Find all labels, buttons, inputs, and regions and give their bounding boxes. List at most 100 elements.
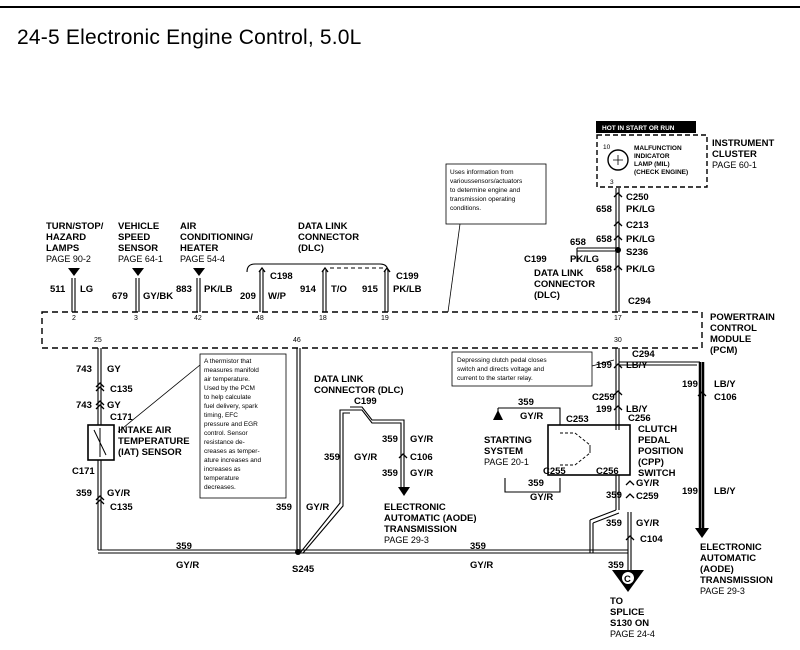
starting-system-label: STARTING SYSTEM PAGE 20-1 xyxy=(484,435,532,467)
top-rule xyxy=(0,6,800,8)
terminal-arrows xyxy=(68,268,709,538)
svg-text:CLUTCH: CLUTCH xyxy=(638,424,677,435)
svg-text:T/O: T/O xyxy=(331,284,347,295)
svg-text:359: 359 xyxy=(518,397,534,408)
pcm-pin-48: 48 xyxy=(256,315,264,322)
svg-text:TRANSMISSION: TRANSMISSION xyxy=(700,575,773,586)
uses-info-note: Uses information from varioussensors/act… xyxy=(450,169,523,212)
svg-text:(DLC): (DLC) xyxy=(534,290,560,301)
svg-text:GY/R: GY/R xyxy=(410,434,433,445)
cpp-switch-label: CLUTCH PEDAL POSITION (CPP) SWITCH xyxy=(638,424,684,479)
cpp-switch-box xyxy=(547,424,631,476)
c213: C213 xyxy=(626,220,649,231)
svg-text:915: 915 xyxy=(362,284,379,295)
svg-text:DATA LINK: DATA LINK xyxy=(298,221,348,232)
dlc-right-label: DATA LINK CONNECTOR (DLC) xyxy=(534,268,595,301)
svg-text:temperature: temperature xyxy=(204,475,239,482)
svg-text:(DLC): (DLC) xyxy=(298,243,324,254)
svg-text:PK/LG: PK/LG xyxy=(626,204,655,215)
svg-text:ELECTRONIC: ELECTRONIC xyxy=(384,502,446,513)
wires xyxy=(71,188,705,570)
c250: C250 xyxy=(626,192,649,203)
c256-top: C256 xyxy=(628,413,651,424)
svg-text:A thermistor that: A thermistor that xyxy=(204,358,252,365)
svg-text:to determine engine and: to determine engine and xyxy=(450,187,520,194)
s245-dot xyxy=(295,549,301,555)
svg-text:(IAT) SENSOR: (IAT) SENSOR xyxy=(118,447,182,458)
svg-text:pressure and EGR: pressure and EGR xyxy=(204,421,258,428)
svg-text:CONNECTOR: CONNECTOR xyxy=(534,279,595,290)
c294-bot: C294 xyxy=(632,349,655,360)
svg-text:679: 679 xyxy=(112,291,128,302)
svg-text:conditions.: conditions. xyxy=(450,205,481,212)
c135-bot: C135 xyxy=(110,502,133,513)
svg-text:HAZARD: HAZARD xyxy=(46,232,86,243)
svg-text:switch and directs voltage and: switch and directs voltage and xyxy=(457,366,544,373)
s236: S236 xyxy=(626,247,648,258)
svg-text:DATA LINK: DATA LINK xyxy=(534,268,584,279)
c171-bot: C171 xyxy=(72,466,95,477)
svg-text:control. Sensor: control. Sensor xyxy=(204,430,249,437)
svg-text:timing, EFC: timing, EFC xyxy=(204,412,238,419)
pcm-pin-17: 17 xyxy=(614,315,622,322)
instrument-cluster-box xyxy=(596,134,708,188)
svg-text:359: 359 xyxy=(606,518,622,529)
svg-text:GY/R: GY/R xyxy=(306,502,329,513)
svg-text:POSITION: POSITION xyxy=(638,446,684,457)
turn-stop-hazard-label: TURN/STOP/ HAZARD LAMPS PAGE 90-2 xyxy=(46,221,104,264)
svg-text:199: 199 xyxy=(682,379,698,390)
svg-text:658: 658 xyxy=(596,204,612,215)
aode-right-label: ELECTRONIC AUTOMATIC (AODE) TRANSMISSION… xyxy=(700,542,773,596)
svg-text:CONNECTOR (DLC): CONNECTOR (DLC) xyxy=(314,385,404,396)
svg-text:ature increases and: ature increases and xyxy=(204,457,261,464)
svg-text:INTAKE AIR: INTAKE AIR xyxy=(118,425,171,436)
svg-text:MALFUNCTION: MALFUNCTION xyxy=(634,145,682,152)
svg-text:GY/R: GY/R xyxy=(410,468,433,479)
svg-text:current to the starter relay.: current to the starter relay. xyxy=(457,375,533,382)
c199-mid: C199 xyxy=(354,396,377,407)
mil-lamp-icon xyxy=(607,149,629,171)
svg-text:STARTING: STARTING xyxy=(484,435,532,446)
svg-text:PEDAL: PEDAL xyxy=(638,435,670,446)
svg-text:359: 359 xyxy=(76,488,92,499)
svg-text:decreases.: decreases. xyxy=(204,484,236,491)
svg-text:209: 209 xyxy=(240,291,256,302)
svg-text:GY/R: GY/R xyxy=(470,560,493,571)
svg-text:fuel delivery, spark: fuel delivery, spark xyxy=(204,403,258,410)
dlc-top-label: DATA LINK CONNECTOR (DLC) xyxy=(298,221,359,254)
svg-text:to help calculate: to help calculate xyxy=(204,394,251,401)
svg-text:PAGE 20-1: PAGE 20-1 xyxy=(484,457,529,467)
pcm-label-2: CONTROL xyxy=(710,323,757,334)
svg-text:TRANSMISSION: TRANSMISSION xyxy=(384,524,457,535)
svg-text:PAGE 24-4: PAGE 24-4 xyxy=(610,629,655,639)
svg-text:transmission operating: transmission operating xyxy=(450,196,516,203)
svg-text:TURN/STOP/: TURN/STOP/ xyxy=(46,221,104,232)
pcm-pins: 2 3 42 48 18 19 17 25 46 30 xyxy=(72,315,622,344)
iat-sensor-box xyxy=(87,424,115,461)
svg-text:Depressing clutch pedal closes: Depressing clutch pedal closes xyxy=(457,357,547,364)
svg-text:TO: TO xyxy=(610,596,623,607)
svg-text:GY/R: GY/R xyxy=(520,411,543,422)
svg-text:air temperature.: air temperature. xyxy=(204,376,250,383)
svg-text:SENSOR: SENSOR xyxy=(118,243,158,254)
svg-text:S130 ON: S130 ON xyxy=(610,618,649,629)
mil-pin-3: 3 xyxy=(610,179,614,186)
svg-text:GY/R: GY/R xyxy=(530,492,553,503)
thermistor-symbol xyxy=(93,428,107,457)
svg-text:359: 359 xyxy=(606,490,622,501)
c253: C253 xyxy=(566,414,589,425)
svg-text:LB/Y: LB/Y xyxy=(626,404,648,415)
svg-text:GY/R: GY/R xyxy=(107,488,130,499)
svg-text:199: 199 xyxy=(596,360,612,371)
svg-text:511: 511 xyxy=(50,284,66,295)
svg-text:359: 359 xyxy=(276,502,292,513)
svg-text:LAMP (MIL): LAMP (MIL) xyxy=(634,161,670,168)
thermistor-note-box xyxy=(199,353,287,499)
c259-bot: C259 xyxy=(636,491,659,502)
clutch-note: Depressing clutch pedal closes switch an… xyxy=(457,357,547,382)
pcm-pin-25: 25 xyxy=(94,337,102,344)
svg-text:359: 359 xyxy=(382,434,398,445)
svg-text:658: 658 xyxy=(570,237,586,248)
c256-bot: C256 xyxy=(596,466,619,477)
splice-destination-label: TO SPLICE S130 ON PAGE 24-4 xyxy=(610,596,655,639)
